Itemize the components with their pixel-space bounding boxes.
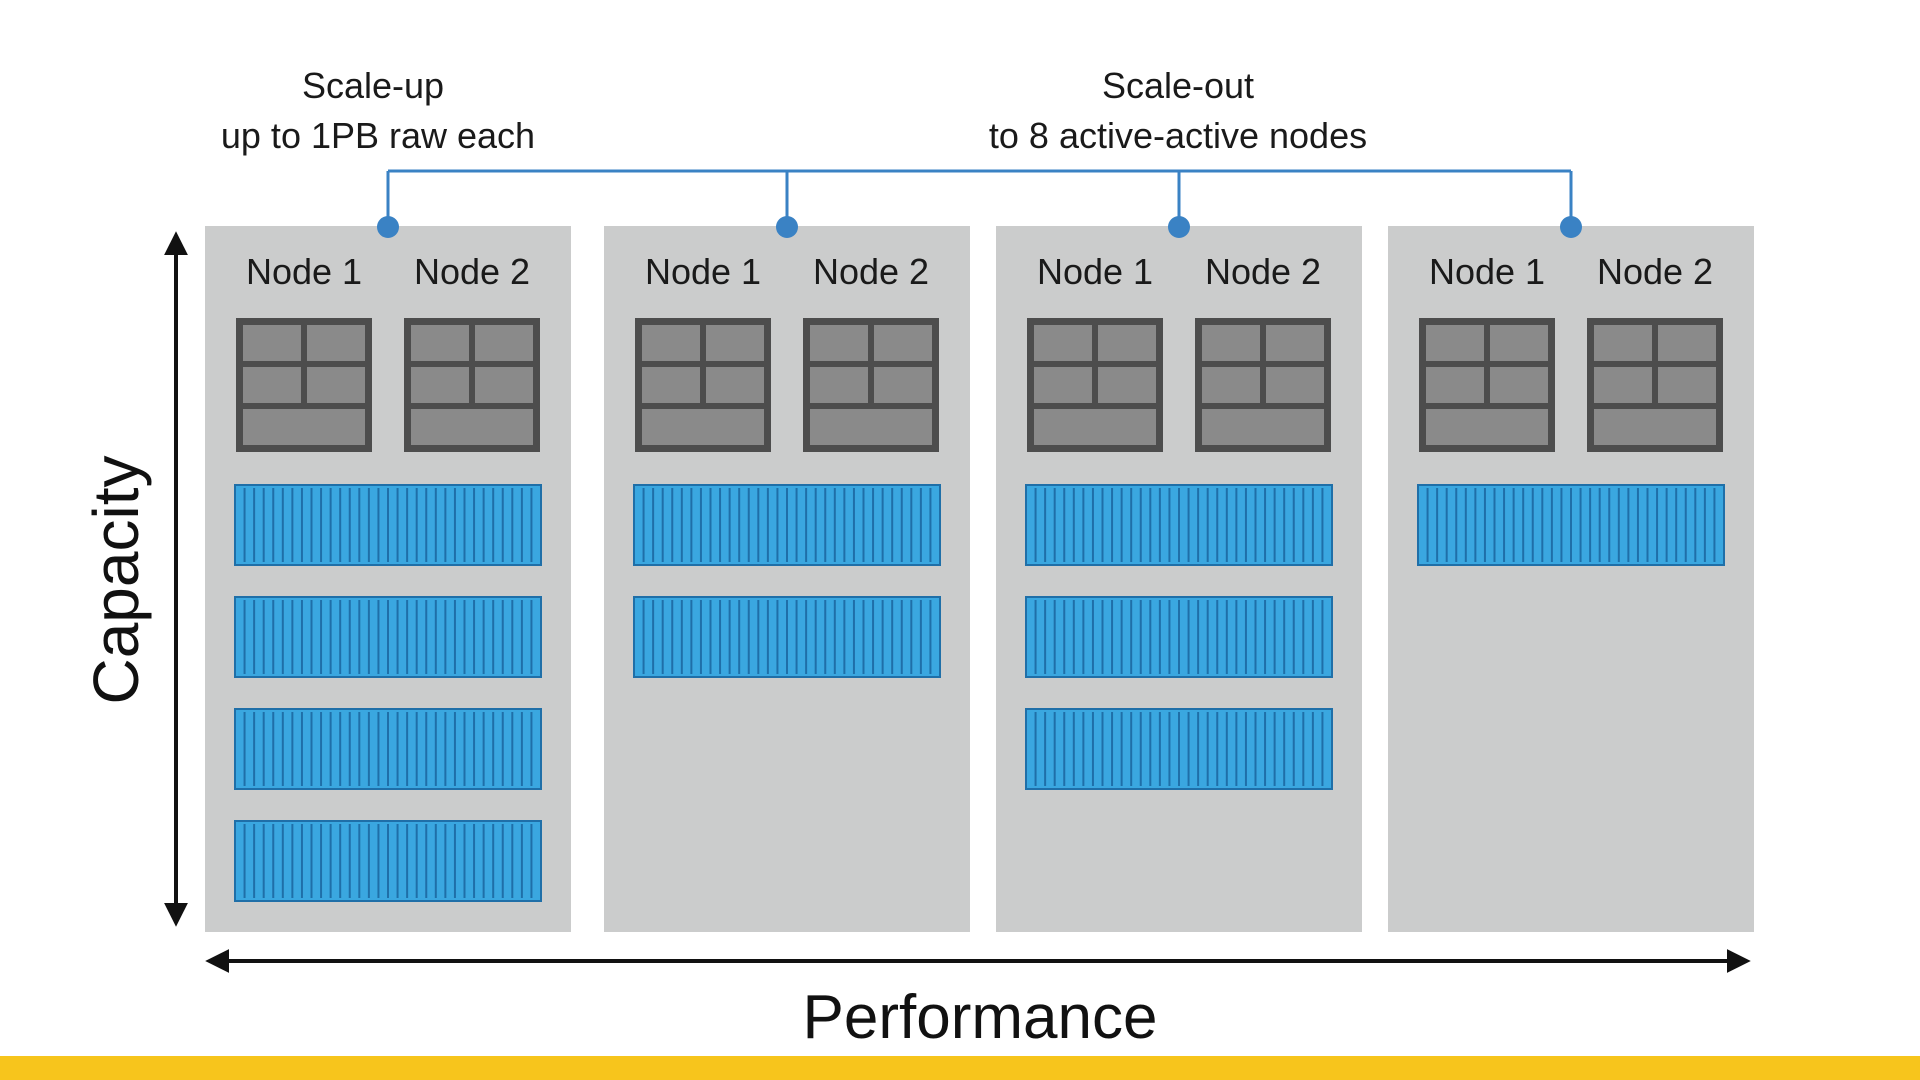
expansion-shelf	[234, 484, 542, 566]
node-2-label: Node 2	[813, 251, 929, 292]
node-2-controller	[1587, 318, 1723, 452]
node-2-label: Node 2	[414, 251, 530, 292]
node-1-controller	[1419, 318, 1555, 452]
connector-dot-1	[377, 216, 399, 238]
connector-dot-2	[776, 216, 798, 238]
node-2-controller	[1195, 318, 1331, 452]
connector-dot-4	[1560, 216, 1582, 238]
node-2-label: Node 2	[1597, 251, 1713, 292]
expansion-shelf	[633, 484, 941, 566]
cluster-4: Node 1 Node 2	[1388, 226, 1754, 932]
scale-out-title: Scale-out	[1102, 65, 1254, 106]
node-2-controller	[803, 318, 939, 452]
connector-dot-3	[1168, 216, 1190, 238]
scale-up-subtitle: up to 1PB raw each	[221, 115, 535, 156]
cluster-1: Node 1 Node 2	[205, 226, 571, 932]
node-2-label: Node 2	[1205, 251, 1321, 292]
node-1-controller	[236, 318, 372, 452]
node-1-label: Node 1	[246, 251, 362, 292]
node-1-controller	[1027, 318, 1163, 452]
node-1-label: Node 1	[1429, 251, 1545, 292]
accent-bar	[0, 1056, 1920, 1080]
expansion-shelf	[234, 820, 542, 902]
node-2-controller	[404, 318, 540, 452]
scale-out-subtitle: to 8 active-active nodes	[989, 115, 1367, 156]
node-1-label: Node 1	[645, 251, 761, 292]
expansion-shelf	[234, 708, 542, 790]
cluster-3: Node 1 Node 2	[996, 226, 1362, 932]
expansion-shelf	[1025, 484, 1333, 566]
expansion-shelf	[234, 596, 542, 678]
expansion-shelf	[633, 596, 941, 678]
scale-up-title: Scale-up	[302, 65, 444, 106]
expansion-shelf	[1025, 708, 1333, 790]
capacity-axis-label: Capacity	[80, 456, 152, 705]
expansion-shelf	[1025, 596, 1333, 678]
node-1-controller	[635, 318, 771, 452]
node-1-label: Node 1	[1037, 251, 1153, 292]
cluster-2: Node 1 Node 2	[604, 226, 970, 932]
expansion-shelf	[1417, 484, 1725, 566]
performance-axis-label: Performance	[803, 983, 1158, 1052]
scale-out-connector	[377, 169, 1582, 238]
